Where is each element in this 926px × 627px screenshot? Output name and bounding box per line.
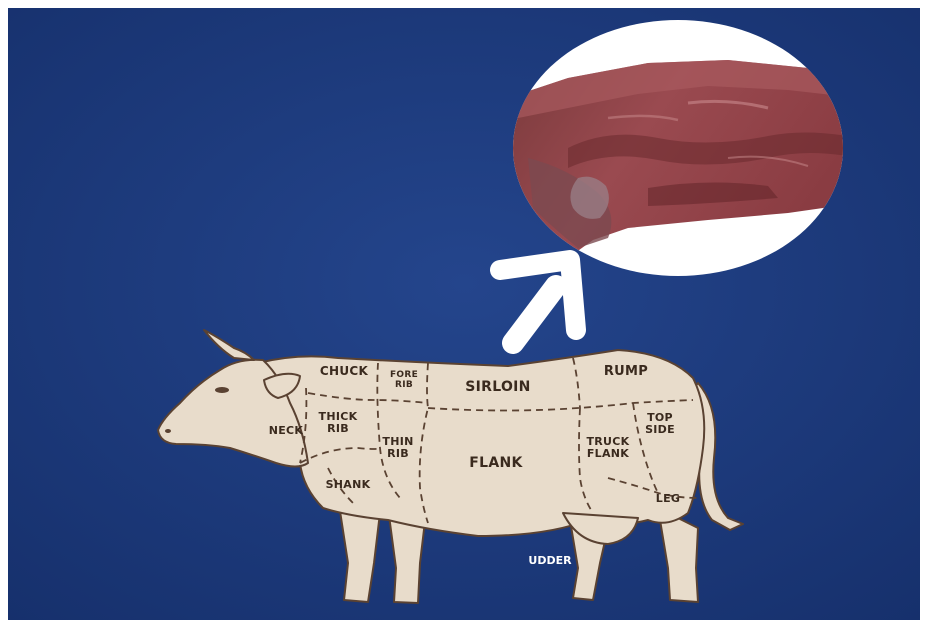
label-truck-flank-line2: FLANK [587,447,629,460]
label-flank: FLANK [469,455,523,471]
label-top-side-line2: SIDE [645,423,675,436]
label-sirloin: SIRLOIN [465,379,530,395]
label-chuck: CHUCK [320,364,369,378]
label-fore-rib-line1: FORE [390,370,418,380]
diagram-panel: CHUCK FORE RIB SIRLOIN RUMP NECK THICK R… [8,8,920,620]
label-thin-rib-line2: RIB [387,447,409,460]
beef-cuts-diagram: CHUCK FORE RIB SIRLOIN RUMP NECK THICK R… [8,8,920,620]
label-leg: LEG [656,492,680,505]
label-thick-rib-line2: RIB [327,422,349,435]
label-shank: SHANK [326,478,371,491]
label-neck: NECK [269,424,304,437]
label-fore-rib-line2: RIB [395,380,413,390]
label-udder: UDDER [528,554,572,567]
label-rump: RUMP [604,364,648,379]
